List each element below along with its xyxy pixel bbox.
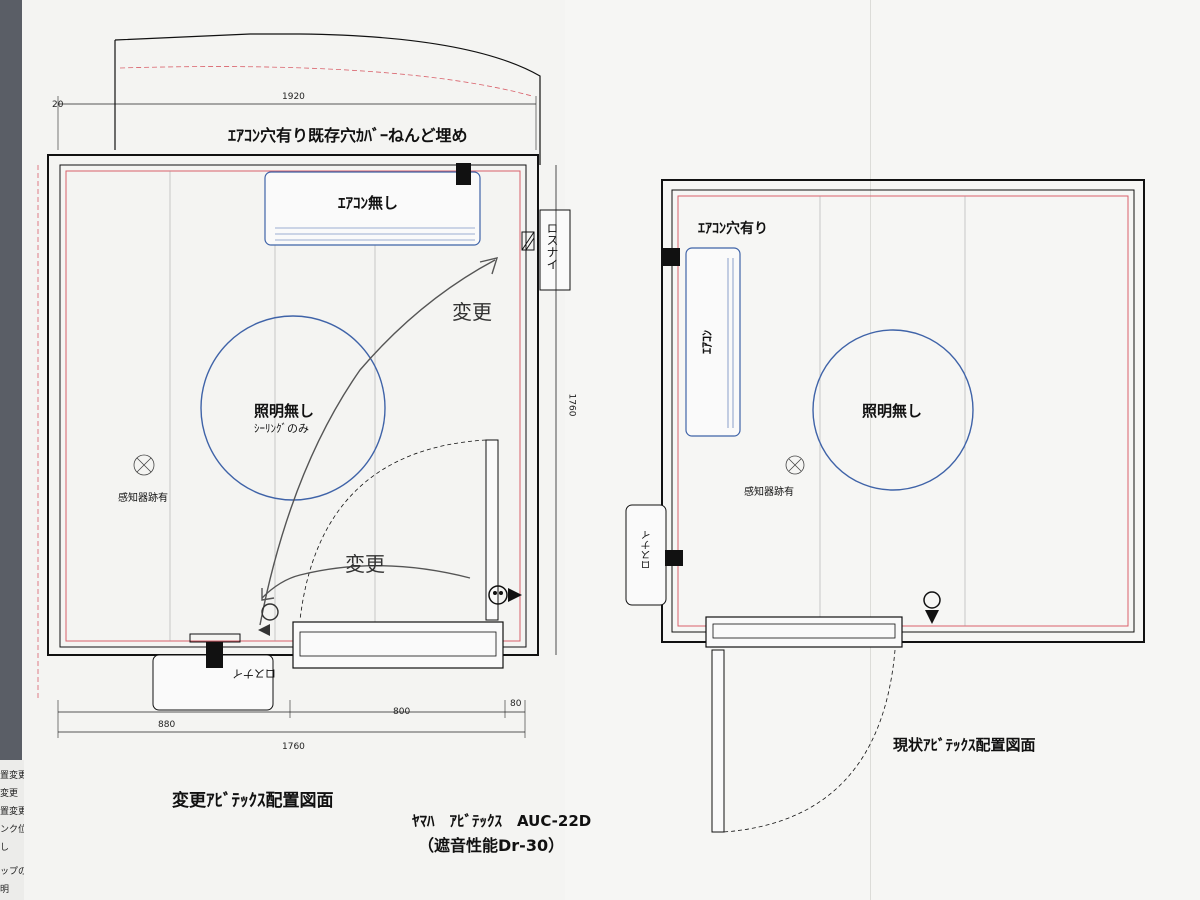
left-sheet	[22, 0, 570, 900]
spec-line: （遮音性能Dr-30）	[418, 836, 565, 855]
light-label-right: 照明無し	[862, 402, 923, 420]
tab-note: ンク位置変更	[0, 825, 24, 835]
door-panel-right	[705, 616, 903, 648]
model-line: ﾔﾏﾊ ｱﾋﾞﾃｯｸｽ AUC-22D	[412, 812, 592, 830]
hand-change-2: 変更	[345, 552, 385, 576]
bottom-hole-left	[206, 642, 223, 668]
upper-dashed-red	[119, 66, 533, 97]
inner-wall-right	[671, 189, 1135, 633]
tab-note: 置変更	[0, 807, 24, 817]
sensor-right	[785, 455, 805, 475]
sensor-label-left: 感知器跡有	[118, 493, 168, 504]
left-title: 変更ｱﾋﾞﾃｯｸｽ配置図面	[172, 791, 334, 811]
tab-note: ップのみ取付	[0, 867, 24, 877]
light-label-left: 照明無し	[254, 402, 315, 420]
vent-label-right: ロスナイ	[642, 530, 653, 570]
side-vent-box	[539, 209, 571, 291]
existing-hole-left	[456, 163, 471, 185]
ceiling-light-left	[200, 315, 386, 501]
tab-note: 変更	[0, 789, 19, 799]
dim-right: 1760	[566, 393, 577, 417]
ac-label-right: ｴｱｺﾝ	[700, 330, 714, 355]
door-leaf-right	[711, 649, 725, 833]
light-sublabel-left: ｼｰﾘﾝｸﾞのみ	[254, 422, 309, 435]
paper-fold	[870, 0, 871, 900]
tab-note: し	[0, 843, 10, 853]
dim-bottom-a: 880	[158, 720, 176, 730]
hand-change-1: 変更	[452, 300, 492, 324]
ac-hole-label: ｴｱｺﾝ穴有り	[698, 221, 768, 237]
note-top: ｴｱｺﾝ穴有り既存穴ｶﾊﾞｰねんど埋め	[228, 126, 468, 145]
sensor-left	[133, 454, 155, 476]
tab-note: 置変更	[0, 771, 24, 781]
speaker-icon-left	[488, 585, 508, 605]
door-panel-bottom	[292, 621, 504, 669]
tab-note: 明	[0, 885, 10, 895]
hand-arrow-1	[259, 259, 496, 626]
dim-top-offset: 20	[52, 100, 64, 110]
dim-top-total: 1920	[282, 92, 305, 102]
bottom-vent-label: ロスナイ	[232, 667, 276, 680]
side-vent-label: ロスナイ	[545, 222, 559, 270]
upper-outline	[114, 33, 541, 165]
door-right-left-plan	[485, 439, 499, 621]
ceiling-light-right	[812, 329, 974, 491]
right-sheet	[565, 0, 1200, 900]
dim-bottom-b: 800	[393, 707, 411, 717]
ac-unit-left	[264, 171, 481, 246]
inner-red-right	[677, 195, 1129, 627]
dim-bottom-total: 1760	[282, 742, 305, 752]
door-swing-right	[723, 649, 896, 833]
ac-label-left: ｴｱｺﾝ無し	[338, 194, 399, 212]
outer-wall-right	[661, 179, 1145, 643]
right-title: 現状ｱﾋﾞﾃｯｸｽ配置図面	[893, 736, 1036, 754]
dim-bottom-c: 80	[510, 699, 522, 709]
speaker-icon-right	[923, 591, 941, 609]
door-swing-left	[299, 439, 487, 621]
left-tab-strip: 置変更 変更 置変更 ンク位置変更 し ップのみ取付 明	[0, 760, 24, 900]
ac-hole-right	[662, 248, 680, 266]
hand-arrow-2	[261, 565, 471, 599]
binder-edge	[0, 0, 22, 900]
ac-unit-right	[685, 247, 741, 437]
sensor-label-right: 感知器跡有	[744, 487, 794, 498]
